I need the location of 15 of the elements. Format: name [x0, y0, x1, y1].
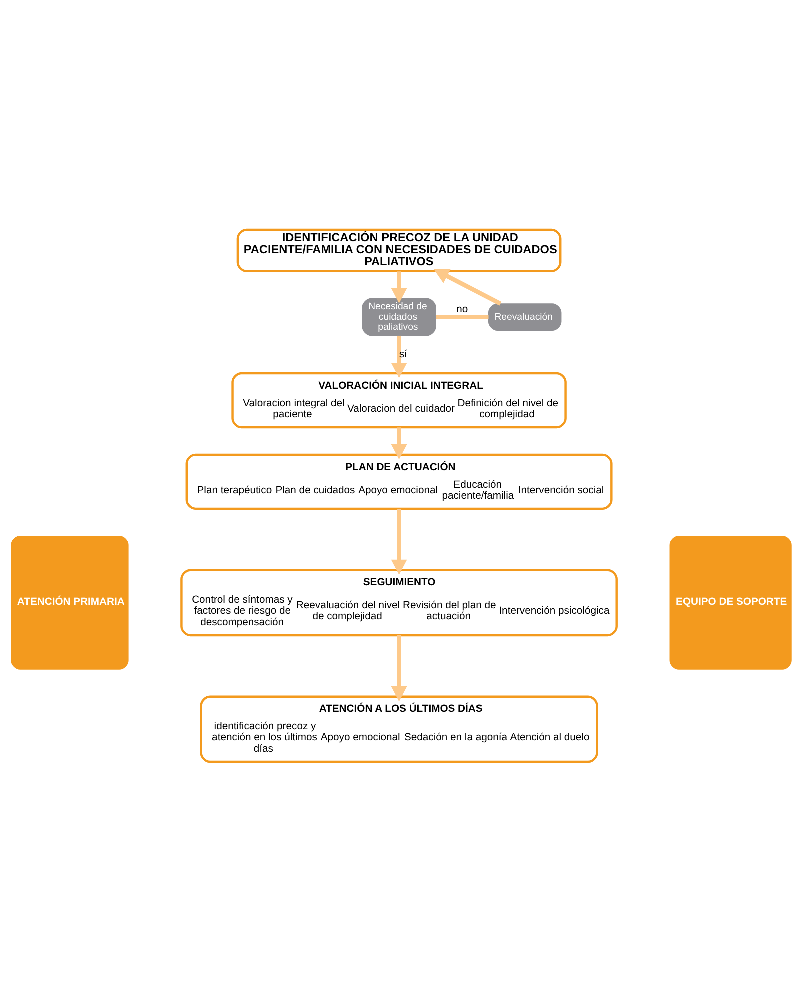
- node-box: Necesidad de cuidados paliativos: [362, 298, 436, 336]
- arrow: [391, 428, 408, 460]
- arrow: [391, 272, 408, 304]
- arrow: [391, 636, 408, 702]
- node-box: ATENCIÓN A LOS ÚLTIMOS DÍAS identificación precoz y atención en los últimos días Apoyo emocional Sedación en la agonía Atención al duelo: [200, 696, 598, 764]
- edge-label: sí: [399, 349, 408, 360]
- node-box: Reevaluación: [488, 304, 562, 331]
- arrow: [434, 269, 502, 306]
- edge-label: no: [456, 304, 468, 316]
- node-box: EQUIPO DE SOPORTE: [670, 536, 792, 670]
- arrow: [391, 336, 408, 378]
- connector: [436, 315, 489, 320]
- arrow: [391, 509, 408, 575]
- node-box: IDENTIFICACIÓN PRECOZ DE LA UNIDAD PACIENTE/FAMILIA CON NECESIDADES DE CUIDADOS PALIATIVOS: [236, 228, 562, 272]
- node-box: ATENCIÓN PRIMARIA: [11, 536, 129, 670]
